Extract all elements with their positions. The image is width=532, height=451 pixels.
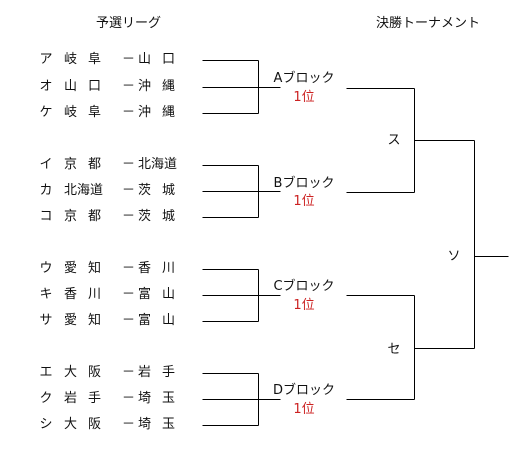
match-id: オ: [39, 79, 53, 94]
team-home: 愛知: [64, 261, 113, 276]
match-dash: －: [122, 417, 136, 432]
match-dash: －: [122, 105, 136, 120]
block-rank-label: 1位: [293, 90, 315, 105]
semifinal-top-result: ス: [387, 133, 401, 148]
match-id: ケ: [39, 105, 53, 120]
team-home: 山口: [64, 79, 113, 94]
block-rank-label: 1位: [293, 298, 315, 313]
team-away: 富山: [138, 313, 187, 328]
semifinal-bottom-result: セ: [387, 342, 401, 357]
block-name-label: Dブロック: [272, 383, 335, 398]
team-home: 大阪: [64, 365, 113, 380]
team-away: 沖縄: [138, 105, 187, 120]
tournament-bracket-lines: [346, 88, 509, 400]
team-home: 香川: [64, 287, 113, 302]
match-id: ク: [39, 391, 53, 406]
match-dash: －: [122, 52, 136, 67]
match-dash: －: [122, 183, 136, 198]
match-dash: －: [122, 79, 136, 94]
match-id: ウ: [39, 261, 53, 276]
team-home: 京都: [64, 157, 113, 172]
team-away: 岩手: [138, 365, 187, 380]
match-id: コ: [39, 209, 53, 224]
match-id: エ: [39, 365, 53, 380]
team-home: 岐阜: [64, 52, 113, 67]
team-away: 沖縄: [138, 79, 187, 94]
match-id: ア: [39, 52, 53, 67]
tournament-heading: 決勝トーナメント: [376, 16, 481, 31]
team-away: 香川: [138, 261, 187, 276]
team-away: 山口: [138, 52, 187, 67]
team-home: 北海道: [64, 183, 104, 198]
team-away: 埼玉: [138, 391, 187, 406]
match-dash: －: [122, 391, 136, 406]
match-dash: －: [122, 209, 136, 224]
match-id: サ: [39, 313, 53, 328]
team-away: 埼玉: [138, 417, 187, 432]
block-rank-label: 1位: [293, 402, 315, 417]
team-away: 茨城: [138, 183, 187, 198]
block-name-label: Bブロック: [273, 176, 335, 191]
block-rank-label: 1位: [293, 194, 315, 209]
match-dash: －: [122, 157, 136, 172]
match-dash: －: [122, 287, 136, 302]
team-away: 北海道: [138, 157, 178, 172]
league-bracket-lines: [202, 60, 281, 426]
team-away: 富山: [138, 287, 187, 302]
match-dash: －: [122, 365, 136, 380]
match-dash: －: [122, 261, 136, 276]
match-id: カ: [39, 183, 53, 198]
team-home: 愛知: [64, 313, 113, 328]
match-id: イ: [39, 157, 53, 172]
team-home: 京都: [64, 209, 113, 224]
team-home: 岩手: [64, 391, 113, 406]
team-away: 茨城: [138, 209, 187, 224]
block-name-label: Cブロック: [273, 279, 335, 294]
match-id: シ: [39, 417, 53, 432]
team-home: 大阪: [64, 417, 113, 432]
match-dash: －: [122, 313, 136, 328]
league-heading: 予選リーグ: [96, 16, 162, 31]
team-home: 岐阜: [64, 105, 113, 120]
match-id: キ: [39, 287, 53, 302]
block-name-label: Aブロック: [273, 71, 335, 86]
final-result: ソ: [447, 249, 461, 264]
